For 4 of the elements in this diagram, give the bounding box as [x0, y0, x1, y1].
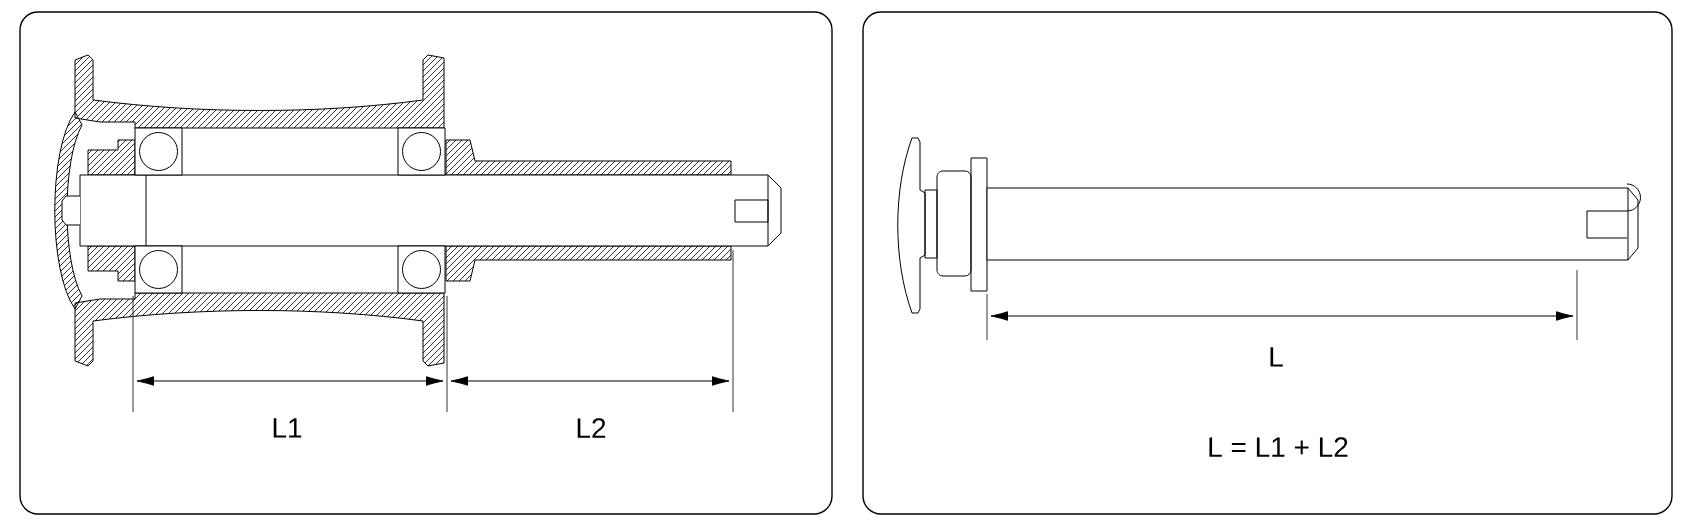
dimension-label: L — [1270, 347, 1283, 367]
dimension-label: L2 — [577, 418, 606, 438]
dimension-label: L1 — [273, 418, 302, 438]
formula-text: L = L1 + L2 — [1209, 437, 1348, 457]
